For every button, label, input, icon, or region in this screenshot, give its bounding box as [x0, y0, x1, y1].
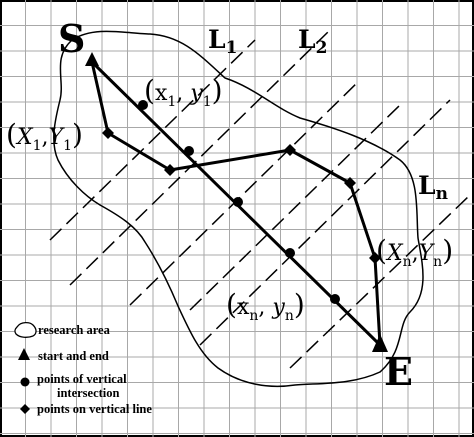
dashed-line [129, 79, 361, 306]
end-marker [372, 334, 388, 352]
line-label-L2: L2 [298, 25, 327, 58]
vertical-point-marker [344, 177, 356, 189]
dashed-line-L1 [49, 39, 256, 241]
start-marker [85, 52, 99, 66]
vertical-point-marker [369, 252, 381, 264]
coord-vertical-nth: (Xn,Yn) [376, 234, 453, 270]
legend-intersection-line2: intersection [57, 386, 120, 400]
dashed-line [199, 99, 451, 346]
coord-vertical-first: (X1,Y1) [6, 118, 83, 154]
intersection-point [233, 197, 243, 207]
intersection-point [138, 100, 148, 110]
legend-intersection-line1: points of vertical [37, 372, 127, 386]
legend-research-area: research area [38, 323, 111, 337]
dashed-line [189, 104, 401, 311]
intersection-legend-icon [20, 377, 30, 387]
intersection-point [184, 146, 194, 156]
dashed-vertical-lines [49, 29, 471, 369]
end-label: E [384, 349, 413, 394]
legend-start-end: start and end [38, 349, 109, 363]
research-area-legend-icon [14, 321, 37, 338]
vertical-point-marker [284, 144, 296, 156]
legend: research area start and end points of ve… [14, 321, 152, 416]
start-end-legend-icon [18, 348, 30, 360]
intersection-points [138, 100, 340, 304]
coord-intersection-nth: (xn, yn) [226, 288, 305, 324]
vertical-point-marker [164, 164, 176, 176]
intersection-point [285, 248, 295, 258]
intersection-point [330, 294, 340, 304]
dashed-line-Ln [289, 194, 471, 369]
legend-vertical-points: points on vertical line [37, 402, 152, 416]
coord-intersection-first: (x1, y1) [144, 74, 223, 110]
vertical-line-points [102, 127, 381, 264]
vertical-point-legend-icon [20, 404, 30, 414]
line-label-L1: L1 [208, 25, 237, 58]
line-label-Ln: Ln [418, 171, 448, 204]
dashed-line-L2 [69, 29, 331, 286]
start-label: S [58, 16, 85, 61]
vertical-point-marker [102, 127, 114, 139]
